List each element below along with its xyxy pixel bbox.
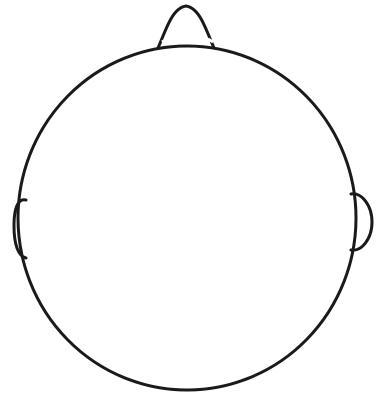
nose-gap-right xyxy=(208,39,213,42)
nose xyxy=(158,6,214,48)
head-outline xyxy=(18,46,356,390)
